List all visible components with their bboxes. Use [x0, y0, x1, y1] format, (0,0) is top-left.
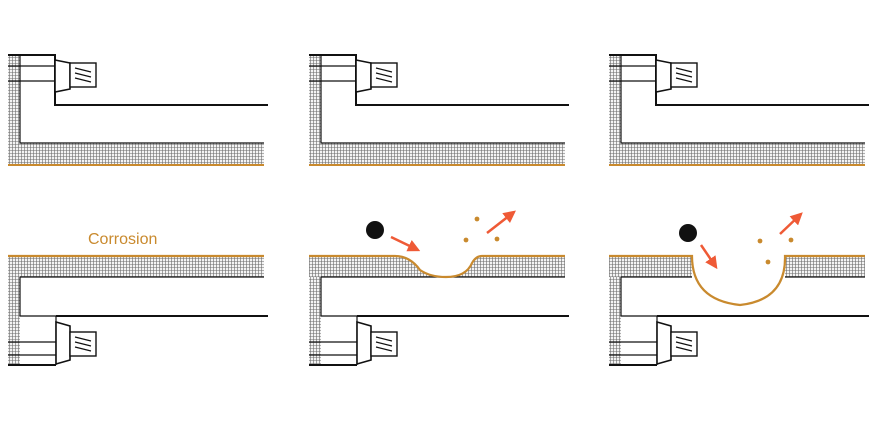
- bottom-unit-1: [7, 254, 269, 366]
- bottom-unit-2: [308, 254, 570, 366]
- corrosion-pit-deep: [609, 254, 865, 307]
- reactant-particle: [679, 224, 697, 242]
- arrow-in: [390, 235, 421, 252]
- arrow-in: [699, 244, 718, 270]
- top-unit-2: [308, 54, 570, 166]
- corrosion-process-2: [679, 212, 803, 270]
- reactant-particle: [366, 221, 384, 239]
- arrow-out: [486, 210, 516, 234]
- bottom-unit-3: [608, 254, 870, 366]
- corrosion-process-1: [366, 210, 516, 252]
- top-unit-1: [7, 54, 269, 166]
- top-unit-3: [608, 54, 870, 166]
- corrosion-pit-shallow: [309, 254, 565, 279]
- arrow-out: [779, 212, 803, 235]
- corrosion-label: Corrosion: [88, 231, 157, 248]
